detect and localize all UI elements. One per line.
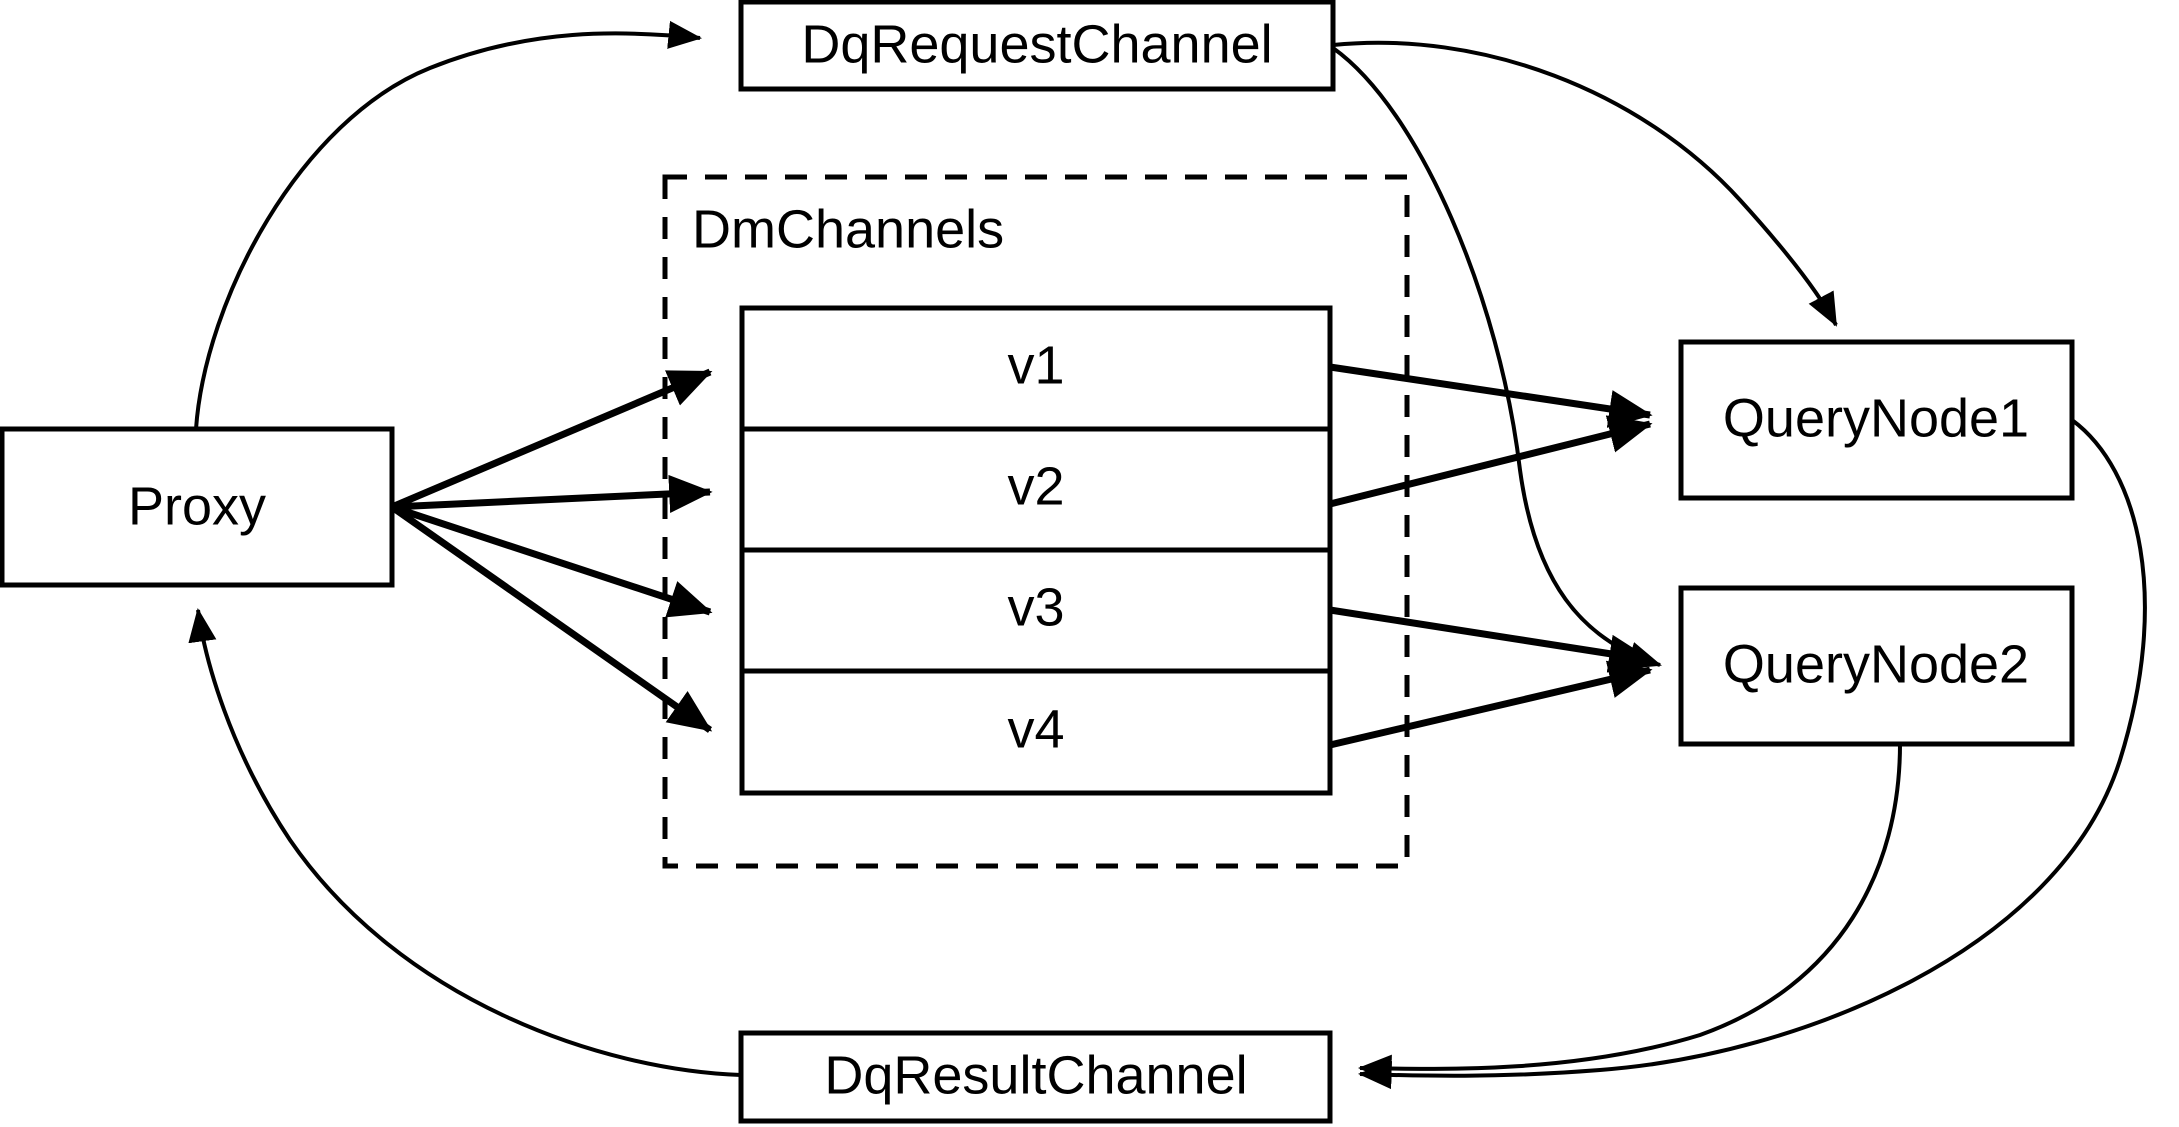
node-proxy-label: Proxy: [128, 476, 266, 536]
edge-v2-to-querynode1: [1329, 415, 1653, 508]
node-dq-result-channel[interactable]: DqResultChannel: [738, 1030, 1333, 1124]
dm-channel-label-v3: v3: [1007, 577, 1064, 637]
node-dq-request-channel[interactable]: DqRequestChannel: [738, 0, 1336, 92]
node-query-node-2-label: QueryNode2: [1723, 634, 2029, 694]
node-query-node-2[interactable]: QueryNode2: [1678, 585, 2075, 747]
dm-channels-table: v1 v2 v3 v4: [739, 305, 1333, 796]
edge-proxy-to-v1: [390, 368, 713, 511]
dm-channels-group: DmChannels: [662, 174, 1410, 869]
dm-channel-row-v2[interactable]: v2: [1007, 456, 1064, 516]
dm-channel-label-v1: v1: [1007, 335, 1064, 395]
edge-dqrequestchannel-to-querynode2: [1331, 46, 1662, 670]
edge-proxy-to-dqrequestchannel: [194, 20, 703, 430]
edge-v3-to-querynode2: [1329, 606, 1653, 673]
edge-dqrequestchannel-to-querynode1: [1332, 40, 1838, 327]
edge-querynode2-to-dqresultchannel: [1357, 743, 1902, 1083]
dm-channel-row-v3[interactable]: v3: [1007, 577, 1064, 637]
edge-v1-to-querynode1: [1329, 363, 1653, 428]
dm-channel-label-v4: v4: [1007, 699, 1064, 759]
node-dq-request-channel-label: DqRequestChannel: [801, 14, 1272, 74]
dm-channels-group-label: DmChannels: [692, 199, 1004, 259]
edge-proxy-to-v3: [390, 503, 713, 618]
edge-dqresultchannel-to-proxy: [188, 608, 742, 1077]
dm-channel-label-v2: v2: [1007, 456, 1064, 516]
edge-proxy-to-v4: [389, 504, 713, 733]
node-query-node-1-label: QueryNode1: [1723, 388, 2029, 448]
dm-channel-row-v1[interactable]: v1: [1007, 335, 1064, 395]
node-query-node-1[interactable]: QueryNode1: [1678, 339, 2075, 501]
edge-querynode1-to-dqresultchannel: [1357, 418, 2147, 1090]
dm-channel-row-v4[interactable]: v4: [1007, 699, 1064, 759]
edge-v4-to-querynode2: [1329, 660, 1653, 749]
node-proxy[interactable]: Proxy: [0, 426, 395, 588]
node-dq-result-channel-label: DqResultChannel: [824, 1045, 1247, 1105]
edge-proxy-to-v2: [391, 474, 713, 513]
